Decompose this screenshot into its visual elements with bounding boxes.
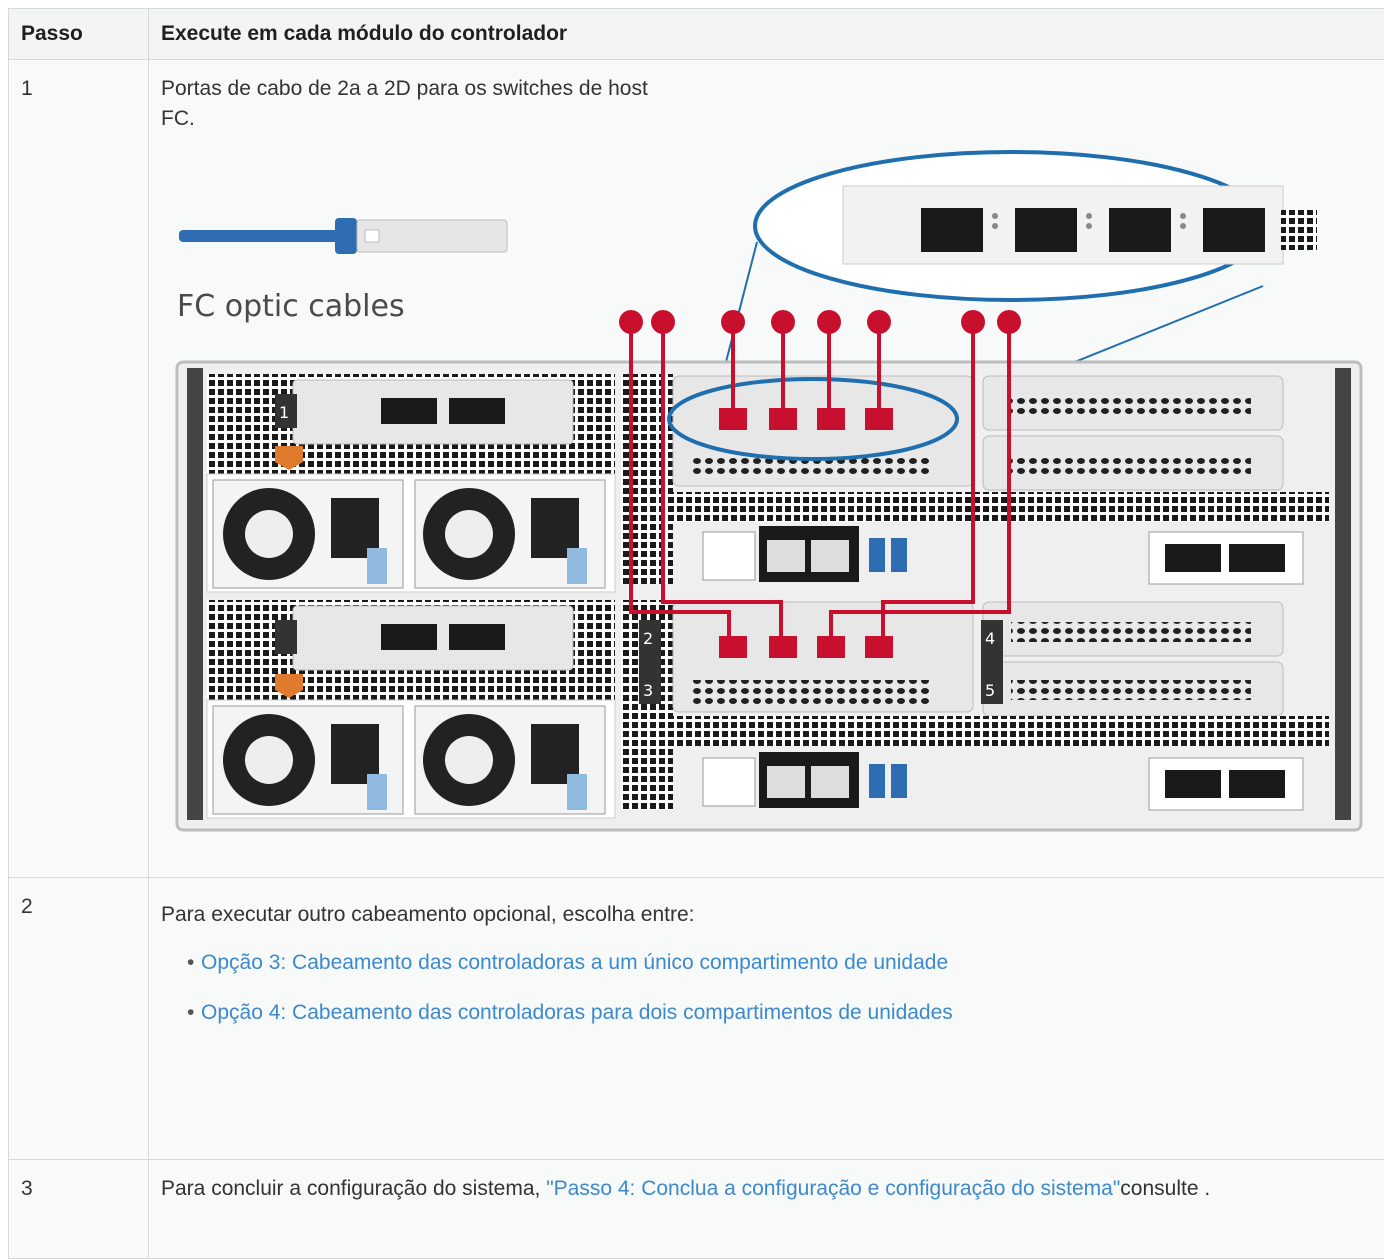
controller-module-upper: 1 bbox=[207, 374, 1329, 592]
bullet: • bbox=[187, 948, 194, 978]
option-4-link[interactable]: Opção 4: Cabeamento das controladoras pa… bbox=[201, 1001, 953, 1024]
step-text: Portas de cabo de 2a a 2D para os switch… bbox=[161, 74, 1372, 104]
bullet: • bbox=[187, 998, 194, 1028]
options-list: • Opção 3: Cabeamento das controladoras a… bbox=[161, 948, 1372, 1028]
cabling-diagram: FC optic cables bbox=[163, 136, 1367, 858]
slot-number-5: 5 bbox=[985, 681, 995, 700]
fc-cable-label: FC optic cables bbox=[177, 289, 405, 324]
step-text-before: Para concluir a configuração do sistema, bbox=[161, 1177, 546, 1200]
step-number: 1 bbox=[9, 60, 149, 878]
table-row: 3 Para concluir a configuração do sistem… bbox=[9, 1160, 1384, 1259]
slot-number-1-upper: 1 bbox=[279, 403, 289, 422]
step-text-after: consulte . bbox=[1120, 1177, 1210, 1200]
step-content: Para concluir a configuração do sistema,… bbox=[149, 1160, 1384, 1259]
controller-rear-illustration: FC optic cables bbox=[163, 136, 1367, 858]
list-item: •Opção 3: Cabeamento das controladoras a… bbox=[201, 948, 1372, 978]
controller-module-lower: 2 3 4 5 bbox=[207, 600, 1329, 818]
table-header-row: Passo Execute em cada módulo do controla… bbox=[9, 9, 1384, 60]
table-row: 2 Para executar outro cabeamento opciona… bbox=[9, 878, 1384, 1160]
slot-number-2: 2 bbox=[643, 629, 653, 648]
table-row: 1 Portas de cabo de 2a a 2D para os swit… bbox=[9, 60, 1384, 878]
option-3-link[interactable]: Opção 3: Cabeamento das controladoras a … bbox=[201, 951, 948, 974]
step-text: Para concluir a configuração do sistema,… bbox=[161, 1174, 1372, 1204]
step-4-link[interactable]: "Passo 4: Conclua a configuração e confi… bbox=[546, 1177, 1120, 1200]
slot-number-3: 3 bbox=[643, 681, 653, 700]
fc-cable-icon bbox=[179, 218, 507, 254]
header-passo: Passo bbox=[9, 9, 149, 60]
header-execute: Execute em cada módulo do controlador bbox=[149, 9, 1384, 60]
step-number: 3 bbox=[9, 1160, 149, 1259]
list-item: •Opção 4: Cabeamento das controladoras p… bbox=[201, 998, 1372, 1028]
slot-number-4: 4 bbox=[985, 629, 995, 648]
step-text-cont: FC. bbox=[161, 104, 1372, 134]
step-text: Para executar outro cabeamento opcional,… bbox=[161, 900, 1372, 930]
step-content: Para executar outro cabeamento opcional,… bbox=[149, 878, 1384, 1160]
step-content: Portas de cabo de 2a a 2D para os switch… bbox=[149, 60, 1384, 878]
steps-table: Passo Execute em cada módulo do controla… bbox=[8, 8, 1384, 1259]
step-number: 2 bbox=[9, 878, 149, 1160]
